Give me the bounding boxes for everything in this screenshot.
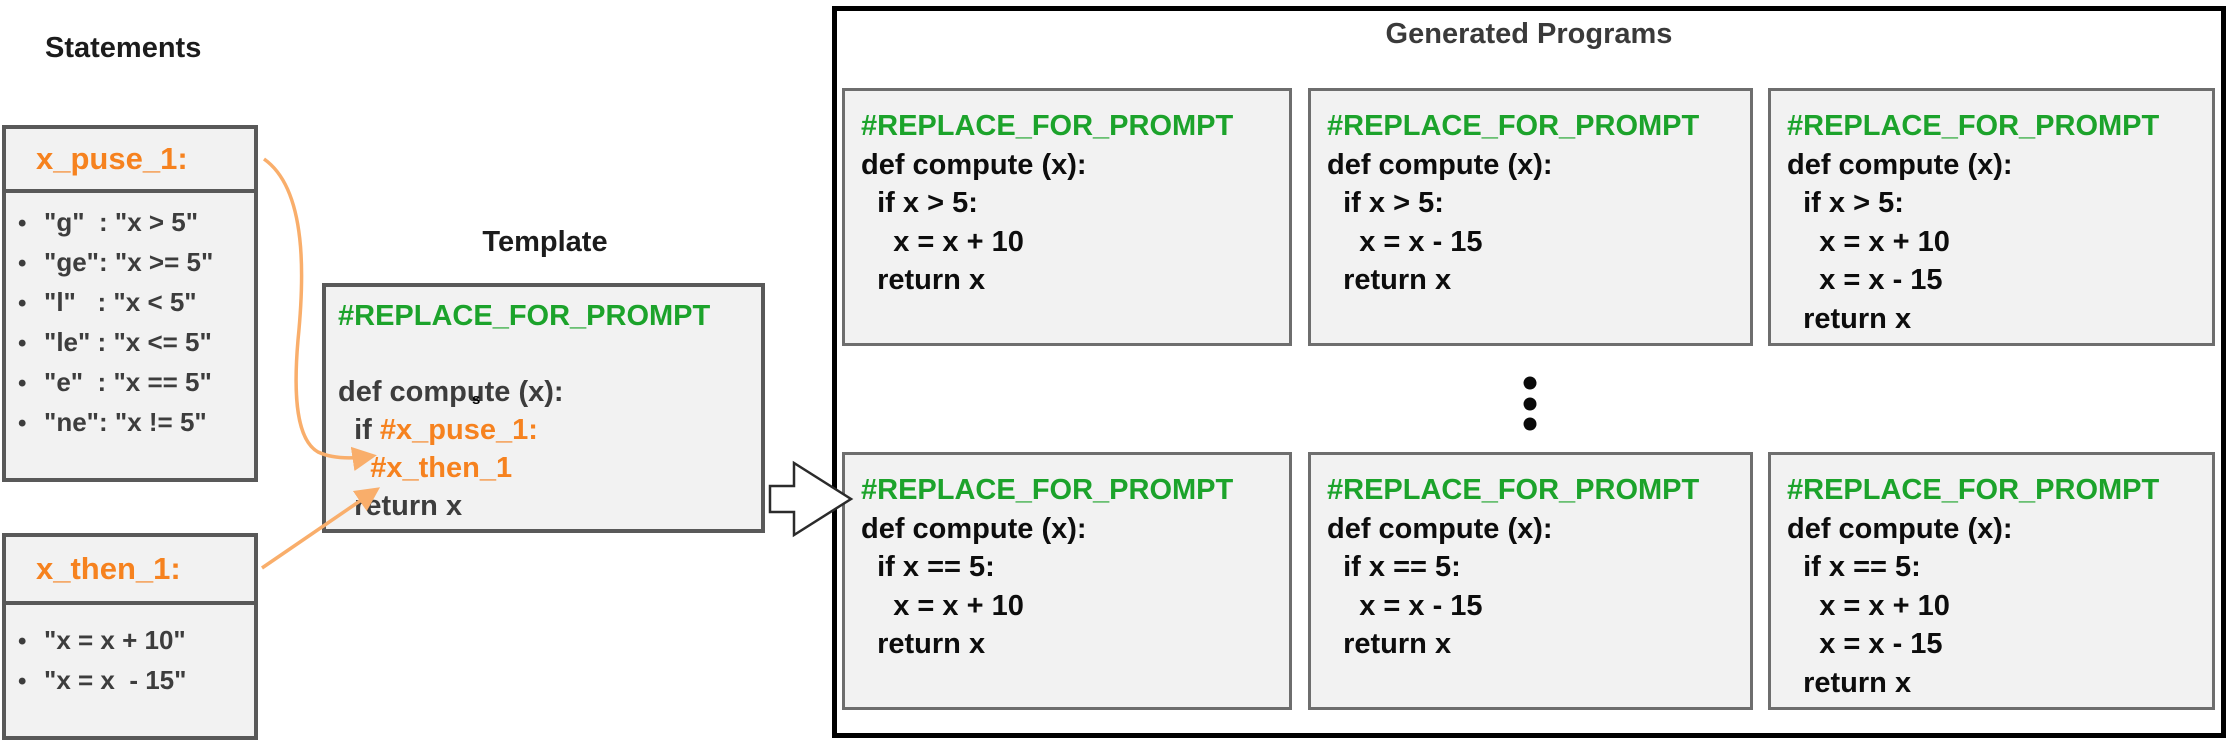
list-item: • "le" : "x <= 5" [18,323,254,363]
statement-box-body: • "g" : "x > 5" • "ge": "x >= 5" • "l" : "x… [6,193,254,443]
template-heading: Template [482,226,608,258]
list-item-text: "x = x - 15" [44,665,187,695]
replace-marker: #REPLACE_FOR_PROMPT [1327,110,1700,142]
bullet-icon: • [18,250,27,277]
list-item: • "x = x + 10" [18,621,254,661]
then-placeholder-token: #x_then_1 [338,452,513,484]
program-box-5: #REPLACE_FOR_PROMPT def compute (x): if … [1308,452,1753,710]
bullet-icon: • [18,628,27,655]
replace-marker: #REPLACE_FOR_PROMPT [338,300,711,332]
code-line: if x > 5: [1327,187,1444,219]
list-item: • "e" : "x == 5" [18,363,254,403]
replace-marker: #REPLACE_FOR_PROMPT [1787,474,2160,506]
statement-box-title: x_then_1: [6,537,254,605]
code-line: if x > 5: [1787,187,1904,219]
template-box: #REPLACE_FOR_PROMPT def compute (x): if … [322,283,765,533]
list-item-text: "le" : "x <= 5" [44,327,212,357]
code-line: def compute (x): [1787,148,2013,181]
statement-box-title: x_puse_1: [6,129,254,193]
program-box-6: #REPLACE_FOR_PROMPT def compute (x): if … [1768,452,2215,710]
code-line: return x [1787,666,1912,699]
code-line: x = x + 10 [1787,589,1950,622]
code-line: def compute (x): [1327,512,1553,545]
statement-box-body: • "x = x + 10" • "x = x - 15" [6,605,254,701]
code-line: return x [1787,302,1912,335]
code-line: if x == 5: [861,551,995,583]
list-item: • "ne": "x != 5" [18,403,254,443]
code-line: x = x - 15 [1327,225,1483,258]
list-item-text: "x = x + 10" [44,625,186,655]
bullet-icon: • [18,370,27,397]
bullet-icon: • [18,330,27,357]
puse-placeholder-token: #x_puse_1: [379,414,538,446]
code-line: return x [1327,628,1452,660]
statement-box-x-then-1: x_then_1: • "x = x + 10" • "x = x - 15" [2,533,258,740]
list-item-text: "ge": "x >= 5" [44,247,214,277]
list-item-text: "g" : "x > 5" [44,207,199,237]
list-item: • "ge": "x >= 5" [18,243,254,283]
program-box-3: #REPLACE_FOR_PROMPT def compute (x): if … [1768,88,2215,346]
code-line: def compute (x): [1327,148,1553,181]
list-item: • "g" : "x > 5" [18,203,254,243]
list-item-text: "l" : "x < 5" [44,287,197,317]
code-line: if x == 5: [1327,551,1461,583]
code-line: return x [1327,264,1452,296]
code-line: x = x - 15 [1787,264,1943,296]
code-line: return x [861,264,986,296]
code-line: x = x + 10 [861,589,1024,622]
statement-box-x-puse-1: x_puse_1: • "g" : "x > 5" • "ge": "x >= 5"… [2,125,258,482]
list-item-text: "ne": "x != 5" [44,407,207,437]
list-item: • "l" : "x < 5" [18,283,254,323]
return-line: return x [338,490,463,522]
bullet-icon: • [18,210,27,237]
list-item: • "x = x - 15" [18,661,254,701]
code-line: def compute (x): [861,512,1087,545]
program-box-4: #REPLACE_FOR_PROMPT def compute (x): if … [842,452,1292,710]
code-line: x = x - 15 [1327,589,1483,622]
code-line: return x [861,628,986,660]
bullet-icon: • [18,668,27,695]
bullet-icon: • [18,410,27,437]
program-box-1: #REPLACE_FOR_PROMPT def compute (x): if … [842,88,1292,346]
code-line: x = x + 10 [861,225,1024,258]
replace-marker: #REPLACE_FOR_PROMPT [861,110,1234,142]
replace-marker: #REPLACE_FOR_PROMPT [1787,110,2160,142]
list-item-text: "e" : "x == 5" [44,367,212,397]
def-line: def compute (x): [338,376,564,408]
code-line: def compute (x): [1787,512,2013,545]
code-line: if x == 5: [1787,551,1921,583]
code-line: if x > 5: [861,187,978,219]
if-keyword: if [338,414,380,446]
blank-line [338,335,761,373]
statements-heading: Statements [45,32,202,64]
replace-marker: #REPLACE_FOR_PROMPT [861,474,1234,506]
stray-cursor-text: s [472,391,481,408]
code-line: x = x - 15 [1787,628,1943,660]
code-line: def compute (x): [861,148,1087,181]
code-line: x = x + 10 [1787,225,1950,258]
if-line: if #x_puse_1: [338,411,761,449]
bullet-icon: • [18,290,27,317]
program-box-2: #REPLACE_FOR_PROMPT def compute (x): if … [1308,88,1753,346]
generated-programs-title: Generated Programs [1385,18,1673,50]
replace-marker: #REPLACE_FOR_PROMPT [1327,474,1700,506]
